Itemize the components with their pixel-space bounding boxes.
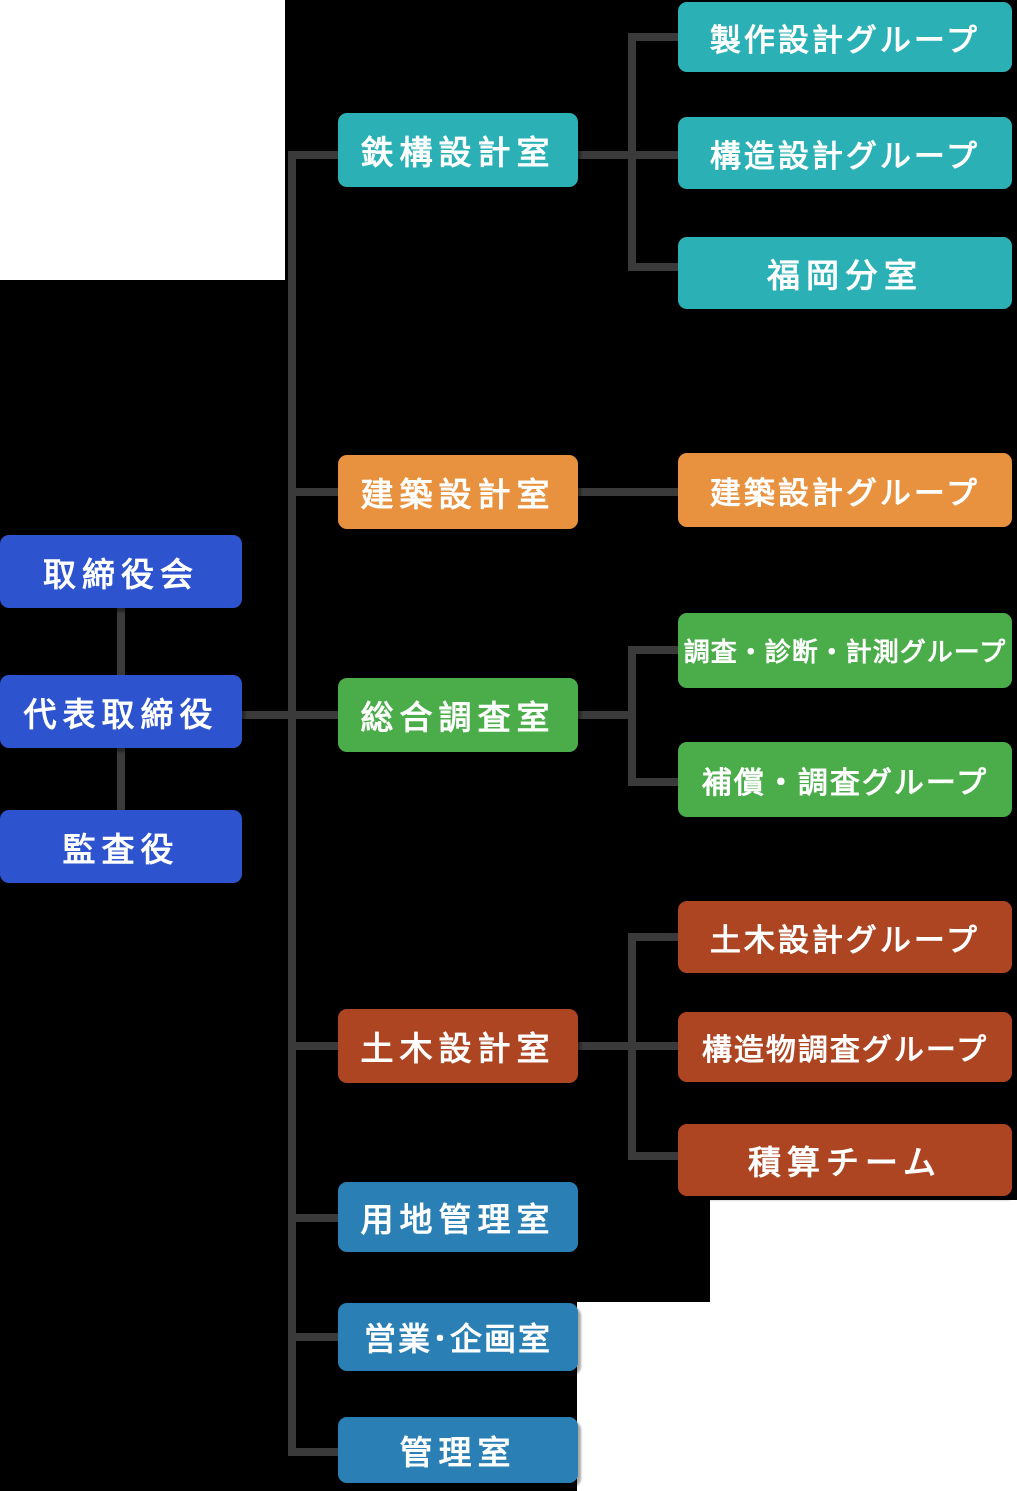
connector-survey-out xyxy=(578,711,636,719)
node-land-management-office-label: 用地管理室 xyxy=(360,1200,556,1239)
node-general-survey-office-label: 総合調査室 xyxy=(360,698,556,737)
node-production-design-group: 製作設計グループ xyxy=(678,2,1012,72)
connector-survey-stub-measurement xyxy=(636,646,678,654)
node-land-management-office: 用地管理室 xyxy=(338,1182,578,1252)
node-compensation-survey-group-label: 補償・調査グループ xyxy=(701,765,989,801)
node-general-survey-office: 総合調査室 xyxy=(338,678,578,752)
node-estimation-team-label: 積算チーム xyxy=(747,1143,942,1182)
node-auditor: 監査役 xyxy=(0,810,242,883)
node-board-of-directors: 取締役会 xyxy=(0,535,242,608)
node-board-of-directors-label: 取締役会 xyxy=(43,554,199,594)
node-architectural-design-group: 建築設計グループ xyxy=(678,453,1012,527)
connector-survey-stub-compensation xyxy=(636,778,678,786)
node-architectural-design-office-label: 建築設計室 xyxy=(360,475,556,514)
white-background-top-left xyxy=(0,0,285,280)
node-fukuoka-branch: 福岡分室 xyxy=(678,237,1012,309)
connector-steel-stub-fukuoka xyxy=(636,263,678,271)
node-civil-design-group: 土木設計グループ xyxy=(678,901,1012,973)
node-architectural-design-group-label: 建築設計グループ xyxy=(709,475,981,512)
node-structure-survey-group-label: 構造物調査グループ xyxy=(701,1033,989,1068)
node-civil-design-group-label: 土木設計グループ xyxy=(709,922,981,959)
connector-stub-civil-design xyxy=(296,1042,338,1050)
node-survey-diagnosis-measurement-group: 調査・診断・計測グループ xyxy=(678,613,1012,688)
node-auditor-label: 監査役 xyxy=(62,829,180,869)
node-administration-office: 管理室 xyxy=(338,1417,578,1483)
node-sales-planning-office-label: 営業･企画室 xyxy=(363,1320,552,1358)
node-structural-design-group-label: 構造設計グループ xyxy=(709,138,981,175)
connector-civil-stub-estimation xyxy=(636,1152,678,1160)
white-background-bottom-right-upper xyxy=(710,1200,1017,1302)
connector-survey-branch-vertical xyxy=(628,646,636,786)
node-production-design-group-label: 製作設計グループ xyxy=(709,22,981,59)
node-sales-planning-office: 営業･企画室 xyxy=(338,1303,578,1371)
node-compensation-survey-group: 補償・調査グループ xyxy=(678,742,1012,817)
node-structural-design-group: 構造設計グループ xyxy=(678,117,1012,189)
connector-trunk-vertical xyxy=(288,151,296,1456)
node-steel-design-office-label: 鉄構設計室 xyxy=(360,133,556,172)
node-civil-design-office-label: 土木設計室 xyxy=(360,1029,556,1068)
node-civil-design-office: 土木設計室 xyxy=(338,1009,578,1083)
connector-steel-stub-production xyxy=(636,33,678,41)
node-survey-diagnosis-measurement-group-label: 調査・診断・計測グループ xyxy=(683,638,1007,668)
node-steel-design-office: 鉄構設計室 xyxy=(338,113,578,187)
connector-architecture-link xyxy=(578,488,678,496)
connector-stub-sales-planning xyxy=(296,1333,338,1341)
node-estimation-team: 積算チーム xyxy=(678,1124,1012,1196)
node-representative-director: 代表取締役 xyxy=(0,675,242,748)
node-architectural-design-office: 建築設計室 xyxy=(338,455,578,529)
connector-stub-land-management xyxy=(296,1214,338,1222)
white-background-bottom-right-lower xyxy=(577,1302,1017,1491)
connector-stub-architectural-design xyxy=(296,488,338,496)
connector-civil-stub-design-group xyxy=(636,933,678,941)
connector-steel-branch-vertical xyxy=(628,33,636,271)
connector-stub-steel-design xyxy=(296,151,338,159)
node-structure-survey-group: 構造物調査グループ xyxy=(678,1012,1012,1082)
node-fukuoka-branch-label: 福岡分室 xyxy=(767,256,923,295)
connector-civil-branch-vertical xyxy=(628,933,636,1160)
node-representative-director-label: 代表取締役 xyxy=(23,694,219,734)
node-administration-office-label: 管理室 xyxy=(399,1433,517,1472)
connector-stub-administration xyxy=(296,1448,338,1456)
